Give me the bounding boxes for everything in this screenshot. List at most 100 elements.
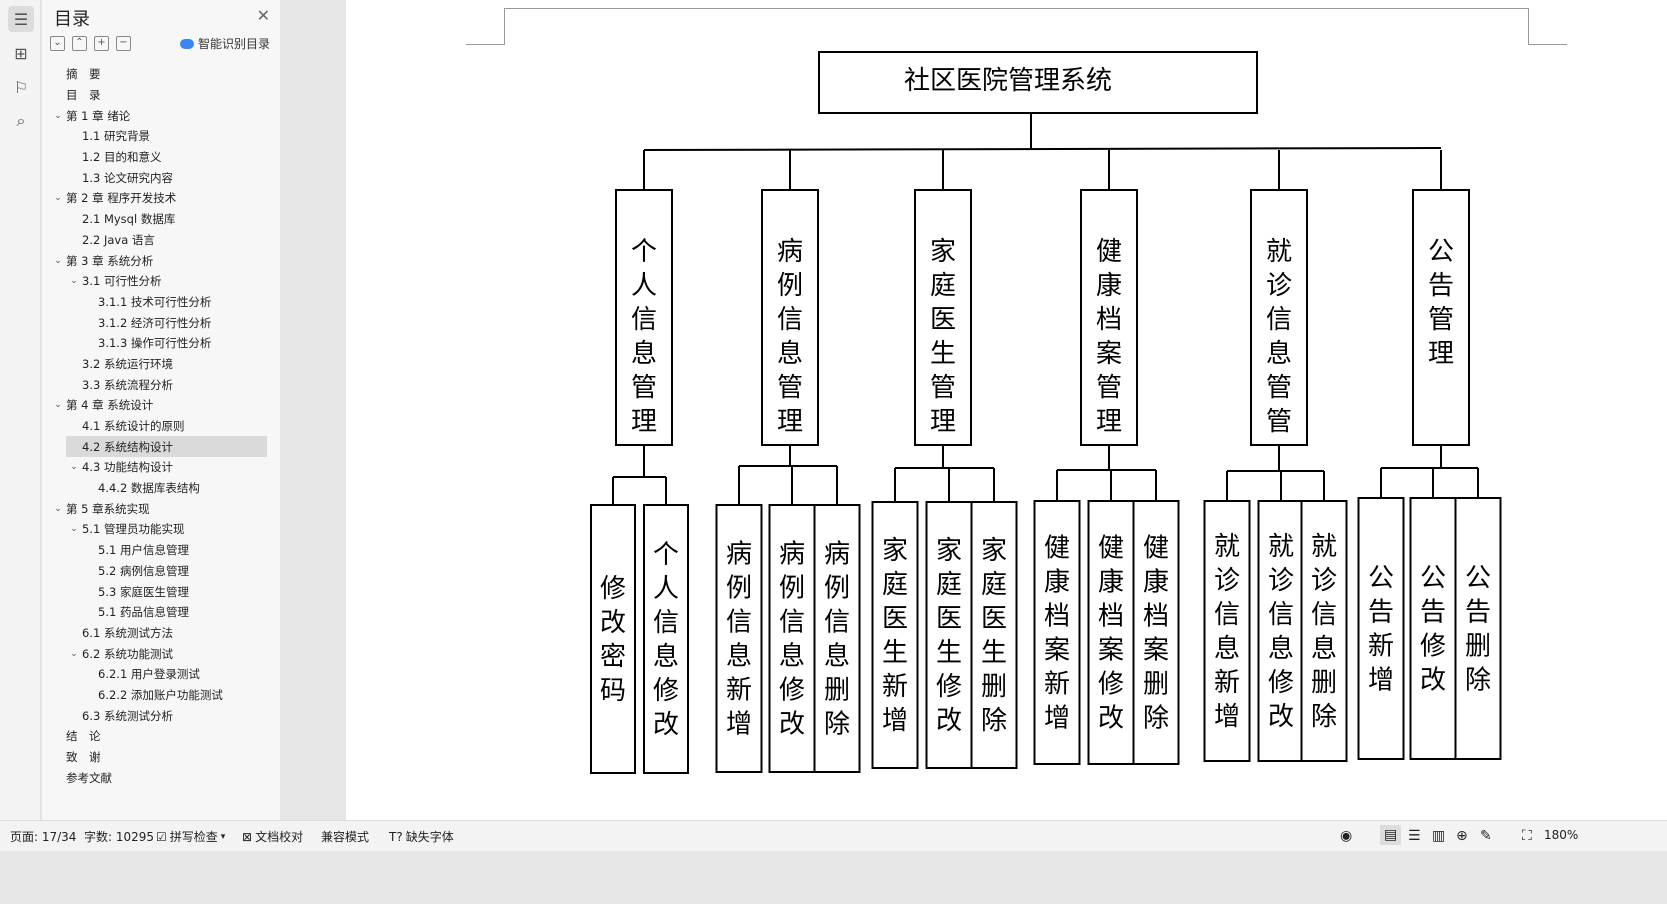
missing-font-button[interactable]: T? 缺失字体	[389, 828, 454, 845]
sub-function-label: 告	[1420, 598, 1446, 628]
sub-function-label: 删	[981, 672, 1007, 702]
toc-item[interactable]: 6.1 系统测试方法	[42, 623, 280, 644]
close-icon[interactable]: ✕	[256, 6, 270, 25]
toc-item[interactable]: 2.2 Java 语言	[42, 230, 280, 251]
toc-item[interactable]: 3.3 系统流程分析	[42, 374, 280, 395]
sub-function-label: 改	[1098, 704, 1124, 734]
toc-item[interactable]: ⌄4.3 功能结构设计	[42, 457, 280, 478]
toc-toolbar: ⌄ ⌃ + −	[50, 36, 131, 51]
toc-item-label: 4.4.2 数据库表结构	[98, 481, 200, 496]
toc-item[interactable]: 1.1 研究背景	[42, 126, 280, 147]
toc-item[interactable]: 致 谢	[42, 747, 280, 768]
chevron-down-icon[interactable]: ⌄	[70, 648, 78, 659]
toc-item[interactable]: ⌄6.2 系统功能测试	[42, 643, 280, 664]
sub-function-label: 告	[1368, 598, 1394, 628]
navigation-tree-icon[interactable]: ⊞	[14, 43, 28, 63]
toc-item[interactable]: 6.3 系统测试分析	[42, 705, 280, 726]
toc-item[interactable]: 6.2.1 用户登录测试	[42, 664, 280, 685]
chevron-down-icon[interactable]: ⌄	[54, 193, 62, 204]
sub-function-box	[590, 504, 636, 774]
toc-item[interactable]: 摘 要	[42, 64, 280, 85]
toc-item[interactable]: ⌄ 第 2 章 程序开发技术	[42, 188, 280, 209]
cloud-icon	[179, 38, 194, 49]
sub-function-label: 息	[1311, 634, 1337, 664]
chevron-down-icon[interactable]: ⌄	[54, 110, 62, 121]
toc-item[interactable]: 1.2 目的和意义	[42, 147, 280, 168]
sub-function-box	[1203, 500, 1251, 762]
page-view-icon[interactable]: ▤	[1380, 825, 1402, 845]
sub-function-label: 例	[726, 574, 752, 604]
sub-function-label: 增	[882, 706, 908, 736]
chevron-down-icon[interactable]: ⌄	[54, 503, 62, 514]
connector-line	[643, 147, 1442, 151]
word-count[interactable]: 字数: 10295	[84, 830, 155, 844]
toc-item[interactable]: 4.2 系统结构设计	[66, 436, 267, 458]
outline-view-icon[interactable]: ☰	[1408, 828, 1421, 844]
remove-heading-icon[interactable]: −	[116, 36, 131, 51]
zoom-level[interactable]: 180%	[1544, 828, 1579, 842]
chevron-down-icon[interactable]: ⌄	[70, 462, 78, 473]
toc-item-label: 1.1 研究背景	[82, 129, 150, 144]
toc-item[interactable]: 3.1.2 经济可行性分析	[42, 312, 280, 333]
search-icon[interactable]: ⌕	[16, 111, 26, 130]
toc-item[interactable]: 参考文献	[42, 767, 280, 788]
toc-item[interactable]: 6.2.2 添加账户功能测试	[42, 685, 280, 706]
toc-item[interactable]: 4.4.2 数据库表结构	[42, 478, 280, 499]
toc-item[interactable]: 3.1.1 技术可行性分析	[42, 292, 280, 313]
toc-item[interactable]: ⌄第 1 章 绪论	[42, 105, 280, 126]
chevron-down-icon[interactable]: ⌄	[54, 400, 62, 411]
toc-item[interactable]: 5.1 用户信息管理	[42, 540, 280, 561]
toc-item[interactable]: ⌄3.1 可行性分析	[42, 271, 280, 292]
sub-function-label: 增	[726, 710, 752, 740]
sub-function-label: 修	[1098, 670, 1124, 700]
toc-item[interactable]: 5.2 病例信息管理	[42, 561, 280, 582]
sub-function-label: 息	[824, 642, 850, 672]
sub-function-label: 档	[1143, 602, 1169, 632]
sub-function-label: 信	[1311, 600, 1337, 630]
proofread-button[interactable]: ⊠ 文档校对	[242, 828, 303, 845]
pen-icon[interactable]: ✎	[1480, 828, 1492, 844]
chevron-down-icon[interactable]: ⌄	[54, 255, 62, 266]
chevron-down-icon[interactable]: ⌄	[70, 276, 78, 287]
toc-item[interactable]: 目 录	[42, 85, 280, 106]
toc-item[interactable]: 5.1 药品信息管理	[42, 602, 280, 623]
compat-mode[interactable]: 兼容模式	[321, 830, 370, 844]
toc-item-label: 4.2 系统结构设计	[82, 439, 173, 454]
toc-item[interactable]: ⌄第 3 章 系统分析	[42, 250, 280, 271]
chevron-down-icon[interactable]: ⌄	[70, 524, 78, 535]
sub-function-label: 医	[981, 604, 1007, 634]
fit-page-icon[interactable]: ⛶	[1522, 828, 1532, 844]
sub-function-label: 案	[1143, 636, 1169, 666]
toc-item[interactable]: 结 论	[42, 726, 280, 747]
sub-function-label: 公	[1420, 564, 1446, 594]
eye-protect-icon[interactable]: ◉	[1340, 828, 1353, 844]
toc-item[interactable]: ⌄5.1 管理员功能实现	[42, 519, 280, 540]
toc-item-label: 第 2 章 程序开发技术	[66, 191, 177, 206]
module-label: 医	[930, 305, 956, 335]
toc-item[interactable]: ⌄第 5 章系统实现	[42, 498, 280, 519]
sub-function-label: 删	[1143, 670, 1169, 700]
toc-item[interactable]: 1.3 论文研究内容	[42, 167, 280, 188]
module-box	[615, 189, 673, 446]
expand-level-icon[interactable]: ⌃	[72, 36, 87, 51]
toc-item[interactable]: ⌄第 4 章 系统设计	[42, 395, 280, 416]
toc-item[interactable]: 3.1.3 操作可行性分析	[42, 333, 280, 354]
toc-item[interactable]: 5.3 家庭医生管理	[42, 581, 280, 602]
sub-function-label: 除	[824, 710, 850, 740]
toc-panel-icon[interactable]: ☰	[8, 6, 34, 32]
checkbox-icon: ☑	[156, 829, 167, 844]
toc-item[interactable]: 2.1 Mysql 数据库	[42, 209, 280, 230]
reading-view-icon[interactable]: ▥	[1432, 828, 1446, 844]
spell-check-button[interactable]: ☑ 拼写检查 ▾	[156, 828, 225, 845]
smart-toc-button[interactable]: 智能识别目录	[179, 35, 270, 52]
collapse-all-icon[interactable]: ⌄	[50, 36, 65, 51]
page-count[interactable]: 页面: 17/34	[10, 830, 77, 844]
toc-item-label: 目 录	[66, 88, 101, 103]
web-view-icon[interactable]: ⊕	[1456, 828, 1468, 844]
bookmark-icon[interactable]: ⚐	[13, 77, 29, 97]
toc-item[interactable]: 4.1 系统设计的原则	[42, 416, 280, 437]
add-heading-icon[interactable]: +	[94, 36, 109, 51]
status-bar: 页面: 17/34 字数: 10295 ☑ 拼写检查 ▾ ⊠ 文档校对 兼容模式…	[0, 820, 1667, 851]
sub-function-label: 息	[1268, 634, 1294, 664]
toc-item[interactable]: 3.2 系统运行环境	[42, 354, 280, 375]
